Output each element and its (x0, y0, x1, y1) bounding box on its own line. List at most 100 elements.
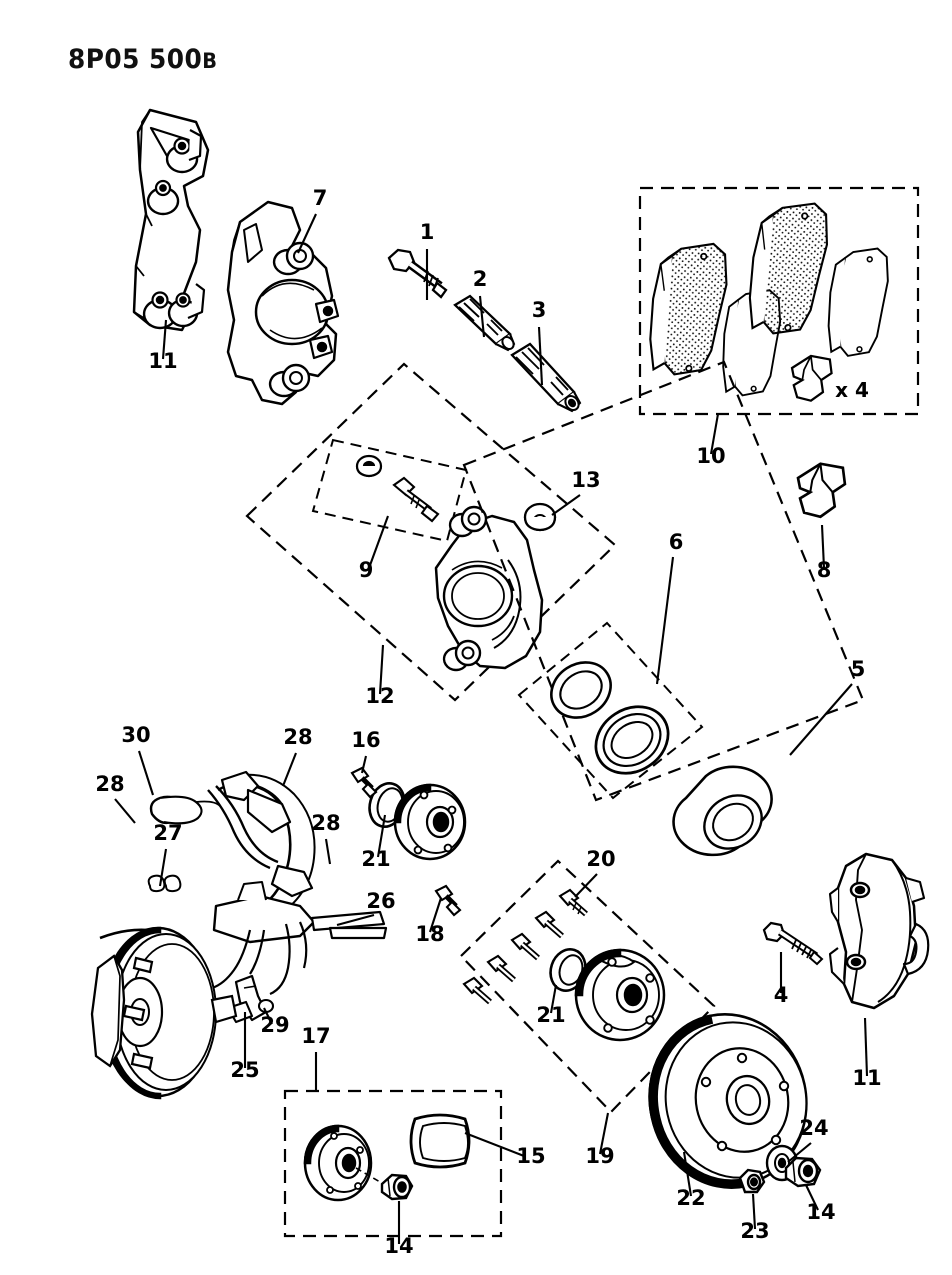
callout-brake-hose-clip: 27 (153, 821, 182, 845)
callout-caliper-bushing: 2 (473, 267, 488, 291)
callout-caliper-guide-sleeve: 3 (532, 298, 547, 322)
leader-line-brake-rotor (682, 1151, 693, 1197)
callout-tie-rod-end: 25 (230, 1058, 259, 1082)
callout-hub-service-kit-box: 17 (301, 1024, 330, 1048)
front-hub-upper (393, 783, 467, 861)
front-hub-lower (574, 948, 666, 1042)
leader-line-wheel-stud (574, 873, 598, 898)
leader-line-hub-washer (787, 1142, 812, 1163)
leader-line-brake-pad-kit-box (709, 413, 720, 455)
page-title: 8P05 500B (68, 44, 217, 75)
leader-line-caliper-guide-sleeve (537, 326, 544, 386)
callout-brake-pad-kit-box: 10 (696, 444, 725, 468)
leader-line-hub-gasket (464, 1132, 525, 1157)
brake-pad-outer-right (745, 197, 832, 339)
sensor-screw (434, 884, 462, 917)
callout-leader-lines (114, 213, 869, 1244)
callout-caliper-adapter-right: 11 (852, 1066, 881, 1090)
callout-caliper-adapter-left: 11 (148, 349, 177, 373)
callout-steering-knuckle-arm: 26 (366, 889, 395, 913)
callout-bleeder-screw-kit: 9 (359, 558, 374, 582)
callout-numbers: 1234567891011111213141415161718192021212… (95, 186, 881, 1258)
leader-line-hub-nut (805, 1184, 819, 1211)
callout-hub-nut: 14 (806, 1200, 835, 1224)
hub-seal-lower (549, 948, 587, 992)
leader-line-bleeder-cap (551, 494, 581, 516)
leader-line-anti-rattle-clip (820, 524, 826, 569)
hub-and-stud-box (459, 859, 716, 1114)
leader-line-hub-seal-lower (549, 984, 558, 1014)
hub-retaining-nut (738, 1168, 766, 1194)
leader-line-bleeder-screw-kit (368, 515, 389, 569)
wheel-studs (462, 888, 588, 1005)
caliper-housing (434, 505, 544, 672)
callout-brake-rotor: 22 (676, 1186, 705, 1210)
caliper-assembly-box (245, 362, 617, 702)
callout-anti-rattle-clip: 8 (817, 558, 832, 582)
leader-line-brake-hose-clip (158, 848, 168, 887)
leader-line-steering-knuckle-arm (336, 913, 375, 927)
brake-pad-inner-right (826, 245, 891, 359)
leader-line-abs-sensor (137, 750, 155, 796)
callout-hub-washer: 24 (799, 1116, 828, 1140)
callout-abs-sensor: 30 (121, 723, 150, 747)
caliper-bushing (453, 294, 516, 352)
disc-brake-caliper (226, 200, 340, 406)
leader-line-caliper-repair-kit-box (789, 683, 853, 756)
callout-abs-sensor-screw: 16 (351, 728, 380, 752)
callout-hub-gasket: 15 (516, 1144, 545, 1168)
callout-wheel-stud: 20 (586, 847, 615, 871)
guide-pin-bolt (387, 248, 448, 299)
leader-line-hub-retaining-nut (751, 1193, 757, 1230)
caliper-piston (672, 765, 773, 857)
leader-line-caliper-adapter-right (863, 1017, 869, 1077)
hub-in-kit (303, 1124, 381, 1202)
callout-cotter-pin: 29 (260, 1013, 289, 1037)
leader-line-caliper-bushing (478, 295, 486, 338)
abs-sensor-screw (350, 766, 378, 799)
piston-dust-boot (594, 705, 670, 775)
leader-line-cotter-pin (263, 1007, 273, 1025)
front-rotor-installed (90, 926, 238, 1100)
leader-line-hub-seal-upper (376, 814, 387, 858)
callout-bolt-top: 28 (283, 725, 312, 749)
bleeder-cap (523, 502, 557, 532)
brake-rotor (648, 1013, 808, 1189)
callout-caliper-adapter-bolt: 4 (774, 983, 789, 1007)
leader-line-bolt-top (282, 752, 297, 787)
brake-pad-outer-left (646, 238, 731, 379)
callout-sensor-screw: 18 (415, 922, 444, 946)
pad-kit-quantity: x 4 (835, 378, 869, 402)
leader-line-piston-seal-kit (655, 556, 675, 685)
page-title-suffix: B (202, 49, 218, 73)
bleeder-screw-kit-box (311, 438, 468, 543)
pad-clip-in-kit (790, 354, 833, 402)
hub-nut (784, 1156, 822, 1188)
hub-service-kit-box (283, 1089, 503, 1238)
page-title-main: 8P05 500 (68, 44, 203, 75)
caliper-adapter-right (828, 852, 930, 1010)
leader-line-bolt-left (114, 798, 136, 824)
leader-line-sensor-screw (429, 897, 442, 933)
leader-line-hub-and-stud-box (598, 1112, 610, 1155)
callout-caliper-repair-kit-box: 5 (851, 657, 866, 681)
bleeder-screw (392, 476, 440, 523)
hub-nut-in-kit (380, 1173, 414, 1201)
callout-guide-pin-bolt: 1 (420, 220, 435, 244)
bleeder-cap-small (355, 454, 383, 478)
callout-bleeder-cap: 13 (571, 468, 600, 492)
hub-gasket (409, 1113, 471, 1169)
piston-seal-ring (550, 661, 612, 719)
anti-rattle-clip (796, 462, 847, 519)
callout-hub-and-stud-box: 19 (585, 1144, 614, 1168)
leader-line-abs-sensor-screw (360, 755, 368, 774)
leader-line-caliper-adapter-left (161, 319, 168, 360)
leader-line-bolt-right (324, 838, 332, 865)
callout-hub-nut-boxed: 14 (384, 1234, 413, 1258)
caliper-adapter-bolt (764, 923, 822, 964)
callout-hub-seal-upper: 21 (361, 847, 390, 871)
leader-line-caliper-assembly-box (378, 644, 385, 695)
callout-caliper-assembly-box: 12 (365, 684, 394, 708)
seal-kit-box (517, 621, 704, 800)
